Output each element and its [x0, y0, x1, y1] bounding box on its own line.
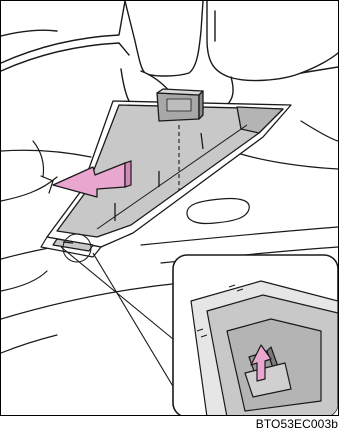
zoom-inset	[173, 255, 338, 415]
figure-code: BTO53EC003b	[256, 416, 338, 432]
callout-leader-lines	[61, 234, 189, 413]
illustration-frame	[0, 0, 339, 416]
tray-cover-panel	[157, 89, 203, 121]
seat-tray-illustration	[1, 1, 338, 415]
